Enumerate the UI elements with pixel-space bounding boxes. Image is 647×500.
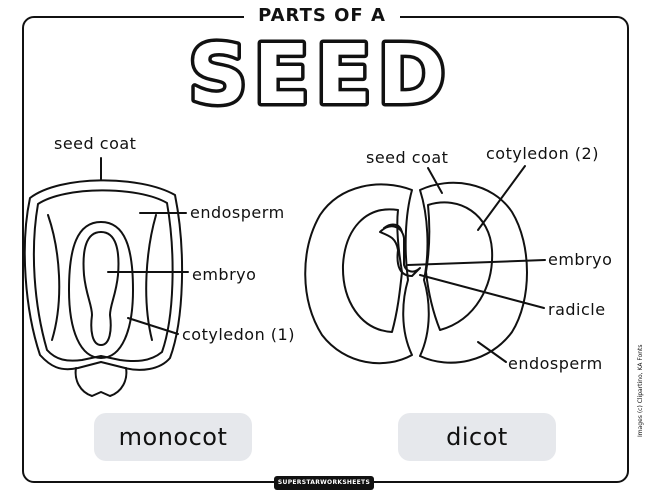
title-text: SEED bbox=[188, 28, 451, 118]
monocot-inner-coat bbox=[32, 189, 174, 362]
dicot-right-inner bbox=[425, 201, 494, 331]
dicot-name-card: dicot bbox=[398, 413, 556, 461]
dicot-right-cotyledon bbox=[419, 181, 528, 364]
dicot-left-inner bbox=[341, 208, 403, 333]
title-seed: SEED bbox=[185, 28, 451, 118]
monocot-name: monocot bbox=[118, 423, 228, 451]
label-dicot-seed-coat: seed coat bbox=[366, 148, 449, 167]
label-monocot-embryo: embryo bbox=[192, 265, 257, 284]
dicot-name: dicot bbox=[446, 423, 508, 451]
monocot-base bbox=[74, 367, 128, 397]
monocot-seed-coat-outline bbox=[23, 179, 184, 371]
monocot-embryo-inner bbox=[82, 231, 120, 346]
monocot-endosperm-left bbox=[47, 214, 61, 341]
monocot-embryo-outer bbox=[68, 221, 134, 359]
label-monocot-cotyledon: cotyledon (1) bbox=[182, 325, 295, 344]
label-monocot-endosperm: endosperm bbox=[190, 203, 285, 222]
label-dicot-cotyledon: cotyledon (2) bbox=[486, 144, 599, 163]
label-dicot-embryo: embryo bbox=[548, 250, 613, 269]
monocot-name-card: monocot bbox=[94, 413, 252, 461]
monocot-endosperm-right bbox=[145, 214, 157, 341]
label-dicot-radicle: radicle bbox=[548, 300, 606, 319]
subtitle: PARTS OF A bbox=[244, 2, 400, 30]
label-monocot-seed-coat: seed coat bbox=[54, 134, 137, 153]
label-dicot-endosperm: endosperm bbox=[508, 354, 603, 373]
dicot-left-cotyledon bbox=[304, 183, 413, 365]
brand-badge: SUPERSTARWORKSHEETS bbox=[274, 476, 374, 490]
image-credit: Images (c) Clipartino, KA Fonts bbox=[637, 344, 644, 437]
